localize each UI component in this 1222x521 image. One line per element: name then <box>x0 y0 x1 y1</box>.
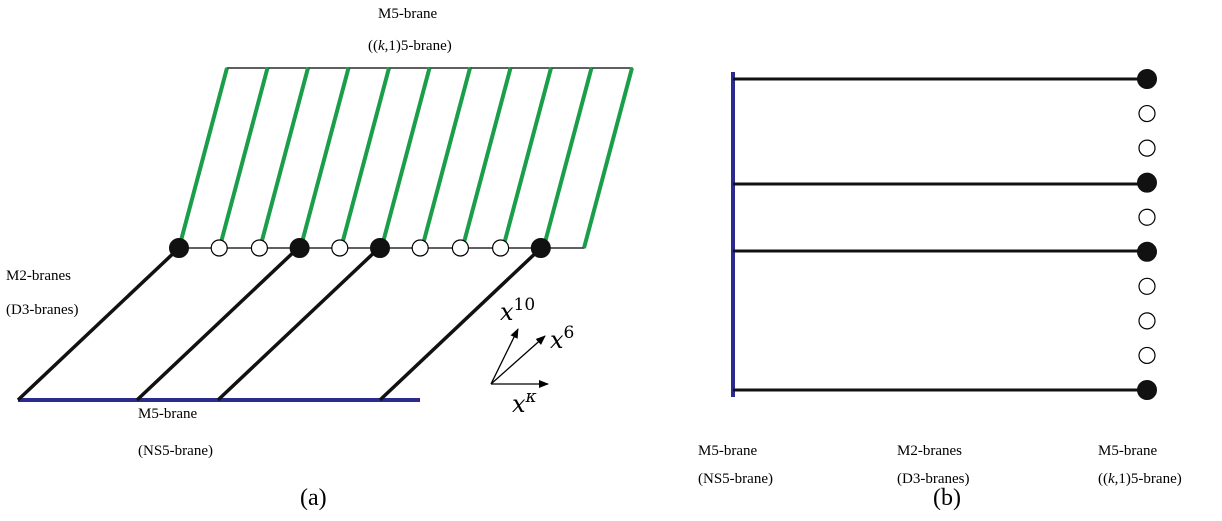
open-dot <box>331 239 349 257</box>
m5-bottom-sublabel: (NS5-brane) <box>138 443 213 459</box>
m2-brane-line <box>135 246 300 402</box>
left-label: M5-brane <box>698 443 757 459</box>
m2-branes-b <box>733 77 1147 392</box>
open-dot <box>1138 104 1156 123</box>
open-dot <box>492 239 510 257</box>
panel-b: M5-brane (NS5-brane) M2-branes (D3-brane… <box>698 69 1182 511</box>
k1-brane-stripe <box>460 67 513 249</box>
m5-bottom-label: M5-brane <box>138 406 197 422</box>
k1-brane-stripe <box>420 67 472 249</box>
right-label: M5-brane <box>1098 443 1157 459</box>
middle-sublabel: (D3-branes) <box>897 471 969 487</box>
axis-arrow-x10 <box>490 328 519 385</box>
m2-label: M2-branes <box>6 268 71 284</box>
k1-brane-stripes <box>177 67 634 249</box>
open-dot <box>250 239 268 257</box>
open-dot <box>1138 312 1156 330</box>
caption-b: (b) <box>933 485 961 511</box>
m5-top-label: M5-brane <box>378 6 437 22</box>
left-sublabel: (NS5-brane) <box>698 471 773 487</box>
m2-brane-line <box>216 246 381 402</box>
filled-dot <box>1137 172 1157 193</box>
axes-indicator: x10 x6 xκ <box>490 295 574 418</box>
middle-label: M2-branes <box>897 443 962 459</box>
open-dot <box>210 239 228 257</box>
m5-top-sublabel: ((k,1)5-brane) <box>368 38 452 54</box>
filled-dot <box>530 238 551 258</box>
caption-a: (a) <box>300 485 327 511</box>
m2-branes <box>16 246 543 402</box>
filled-dot <box>169 238 189 258</box>
k1-brane-stripe <box>541 67 594 249</box>
m2-sublabel: (D3-branes) <box>6 302 78 318</box>
k1-brane-stripe <box>501 67 553 249</box>
filled-dot <box>1137 69 1157 89</box>
open-dot <box>1138 277 1156 295</box>
k1-brane-stripe <box>339 67 391 249</box>
axis-label-x6: x6 <box>550 323 574 354</box>
filled-dot <box>289 238 310 258</box>
axis-label-xk: xκ <box>512 387 537 418</box>
panel-a: M5-brane ((k,1)5-brane) M2-branes (D3-br… <box>6 6 634 511</box>
filled-dot <box>1137 241 1157 262</box>
k1-brane-stripe <box>298 67 351 249</box>
filled-dot <box>1137 380 1157 400</box>
m2-brane-line <box>378 246 543 402</box>
k1-brane-stripe <box>379 67 432 249</box>
m2-brane-line <box>16 246 181 402</box>
dot-column-b <box>1137 69 1157 400</box>
open-dot <box>411 239 429 257</box>
axis-label-x10: x10 <box>500 295 535 326</box>
k1-brane-stripe <box>217 67 270 249</box>
open-dot <box>1138 208 1156 226</box>
open-dot <box>1138 346 1156 365</box>
k1-brane-stripe <box>177 67 229 249</box>
right-sublabel: ((k,1)5-brane) <box>1098 471 1182 487</box>
k1-brane-stripe <box>258 67 310 249</box>
k1-brane-stripe <box>582 67 634 249</box>
open-dot <box>1138 139 1156 157</box>
open-dot <box>451 239 469 257</box>
axis-arrow-x6 <box>490 335 546 385</box>
dot-row-a <box>169 238 551 258</box>
filled-dot <box>370 238 390 258</box>
